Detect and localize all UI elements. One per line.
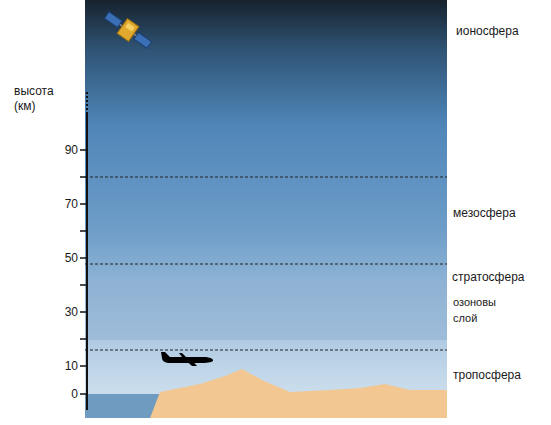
boundary-line xyxy=(85,350,447,351)
axis-value: 10 xyxy=(50,359,78,374)
sky-gradient xyxy=(85,0,447,418)
layer-name: мезосфера xyxy=(453,206,547,221)
airplane xyxy=(161,352,213,366)
boundary-line xyxy=(85,177,447,178)
axis-value: 0 xyxy=(50,387,78,402)
axis-value: 70 xyxy=(50,197,78,212)
layer-name: стратосфера xyxy=(452,270,548,285)
layer-name: тропосфера xyxy=(453,368,547,383)
layer-name: озоновы слой xyxy=(453,294,511,326)
ozone-band xyxy=(85,284,447,340)
layer-name: ионосфера xyxy=(456,24,546,39)
axis-line xyxy=(86,92,88,112)
axis-title: высота (км) xyxy=(14,84,66,114)
axis-ticks xyxy=(80,150,87,394)
boundary-line xyxy=(85,264,447,265)
axis-value: 30 xyxy=(50,305,78,320)
satellite xyxy=(102,8,155,53)
axis-value: 50 xyxy=(50,251,78,266)
axis-value: 90 xyxy=(50,143,78,158)
ground xyxy=(150,369,447,418)
